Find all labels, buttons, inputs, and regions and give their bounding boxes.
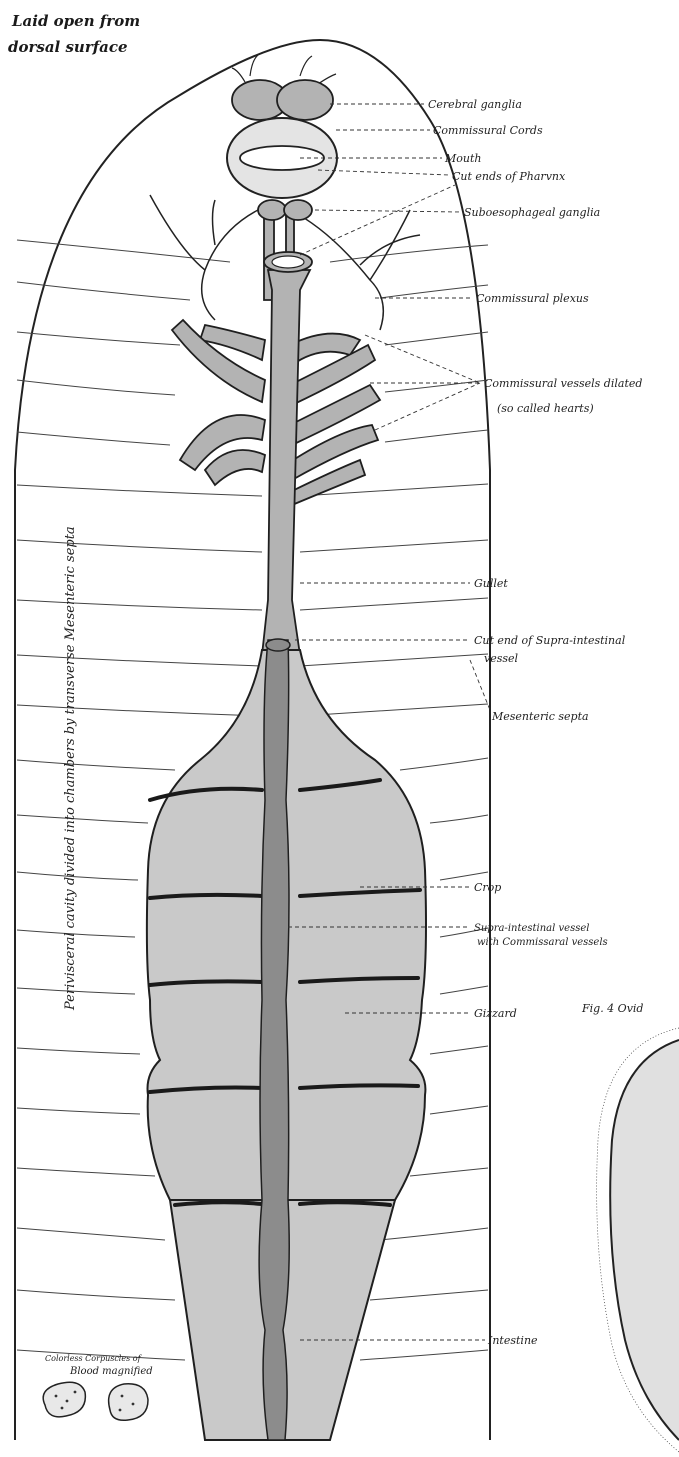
hearts-right — [290, 334, 380, 505]
title-line-1: Laid open from — [11, 12, 140, 30]
hearts-left — [172, 320, 265, 485]
label-gullet: Gullet — [474, 577, 508, 590]
gullet-lumen — [272, 256, 304, 268]
label-corpuscles-1: Colorless Corpuscles of — [45, 1354, 143, 1363]
ganglia-complex — [227, 80, 337, 220]
label-fig4: Fig. 4 Ovid — [581, 1002, 643, 1015]
label-hearts-1: Commissural vessels dilated — [484, 377, 642, 390]
label-supra-vessel-2: with Commissaral vessels — [477, 937, 608, 948]
label-suboesophageal: Suboesophageal ganglia — [464, 206, 600, 219]
fig4-partial-drawing — [597, 1028, 679, 1452]
label-hearts-2: (so called hearts) — [497, 402, 594, 415]
label-cut-ends-pharynx: Cut ends of Pharvnx — [452, 170, 566, 183]
label-supra-vessel-1: Supra-intestinal vessel — [474, 923, 589, 934]
supra-intestinal-vessel — [259, 640, 289, 1440]
label-mouth: Mouth — [444, 152, 481, 165]
label-vertical-caption: Perivisceral cavity divided into chamber… — [63, 526, 78, 1011]
label-commissural-plexus: Commissural plexus — [476, 292, 589, 305]
label-supra-cut-2: vessel — [484, 652, 519, 665]
label-mesenteric: Mesenteric septa — [491, 710, 589, 723]
label-gizzard: Gizzard — [474, 1007, 517, 1020]
label-intestine: Intestine — [487, 1334, 538, 1347]
supra-cut-end — [266, 639, 290, 651]
label-commissural-cords: Commissural Cords — [433, 124, 543, 137]
blood-corpuscles — [43, 1382, 148, 1420]
title-line-2: dorsal surface — [8, 38, 128, 56]
label-cerebral-ganglia: Cerebral ganglia — [428, 98, 522, 111]
label-crop: Crop — [474, 881, 501, 894]
label-corpuscles-2: Blood magnified — [69, 1366, 153, 1377]
label-supra-cut-1: Cut end of Supra-intestinal — [474, 634, 626, 647]
